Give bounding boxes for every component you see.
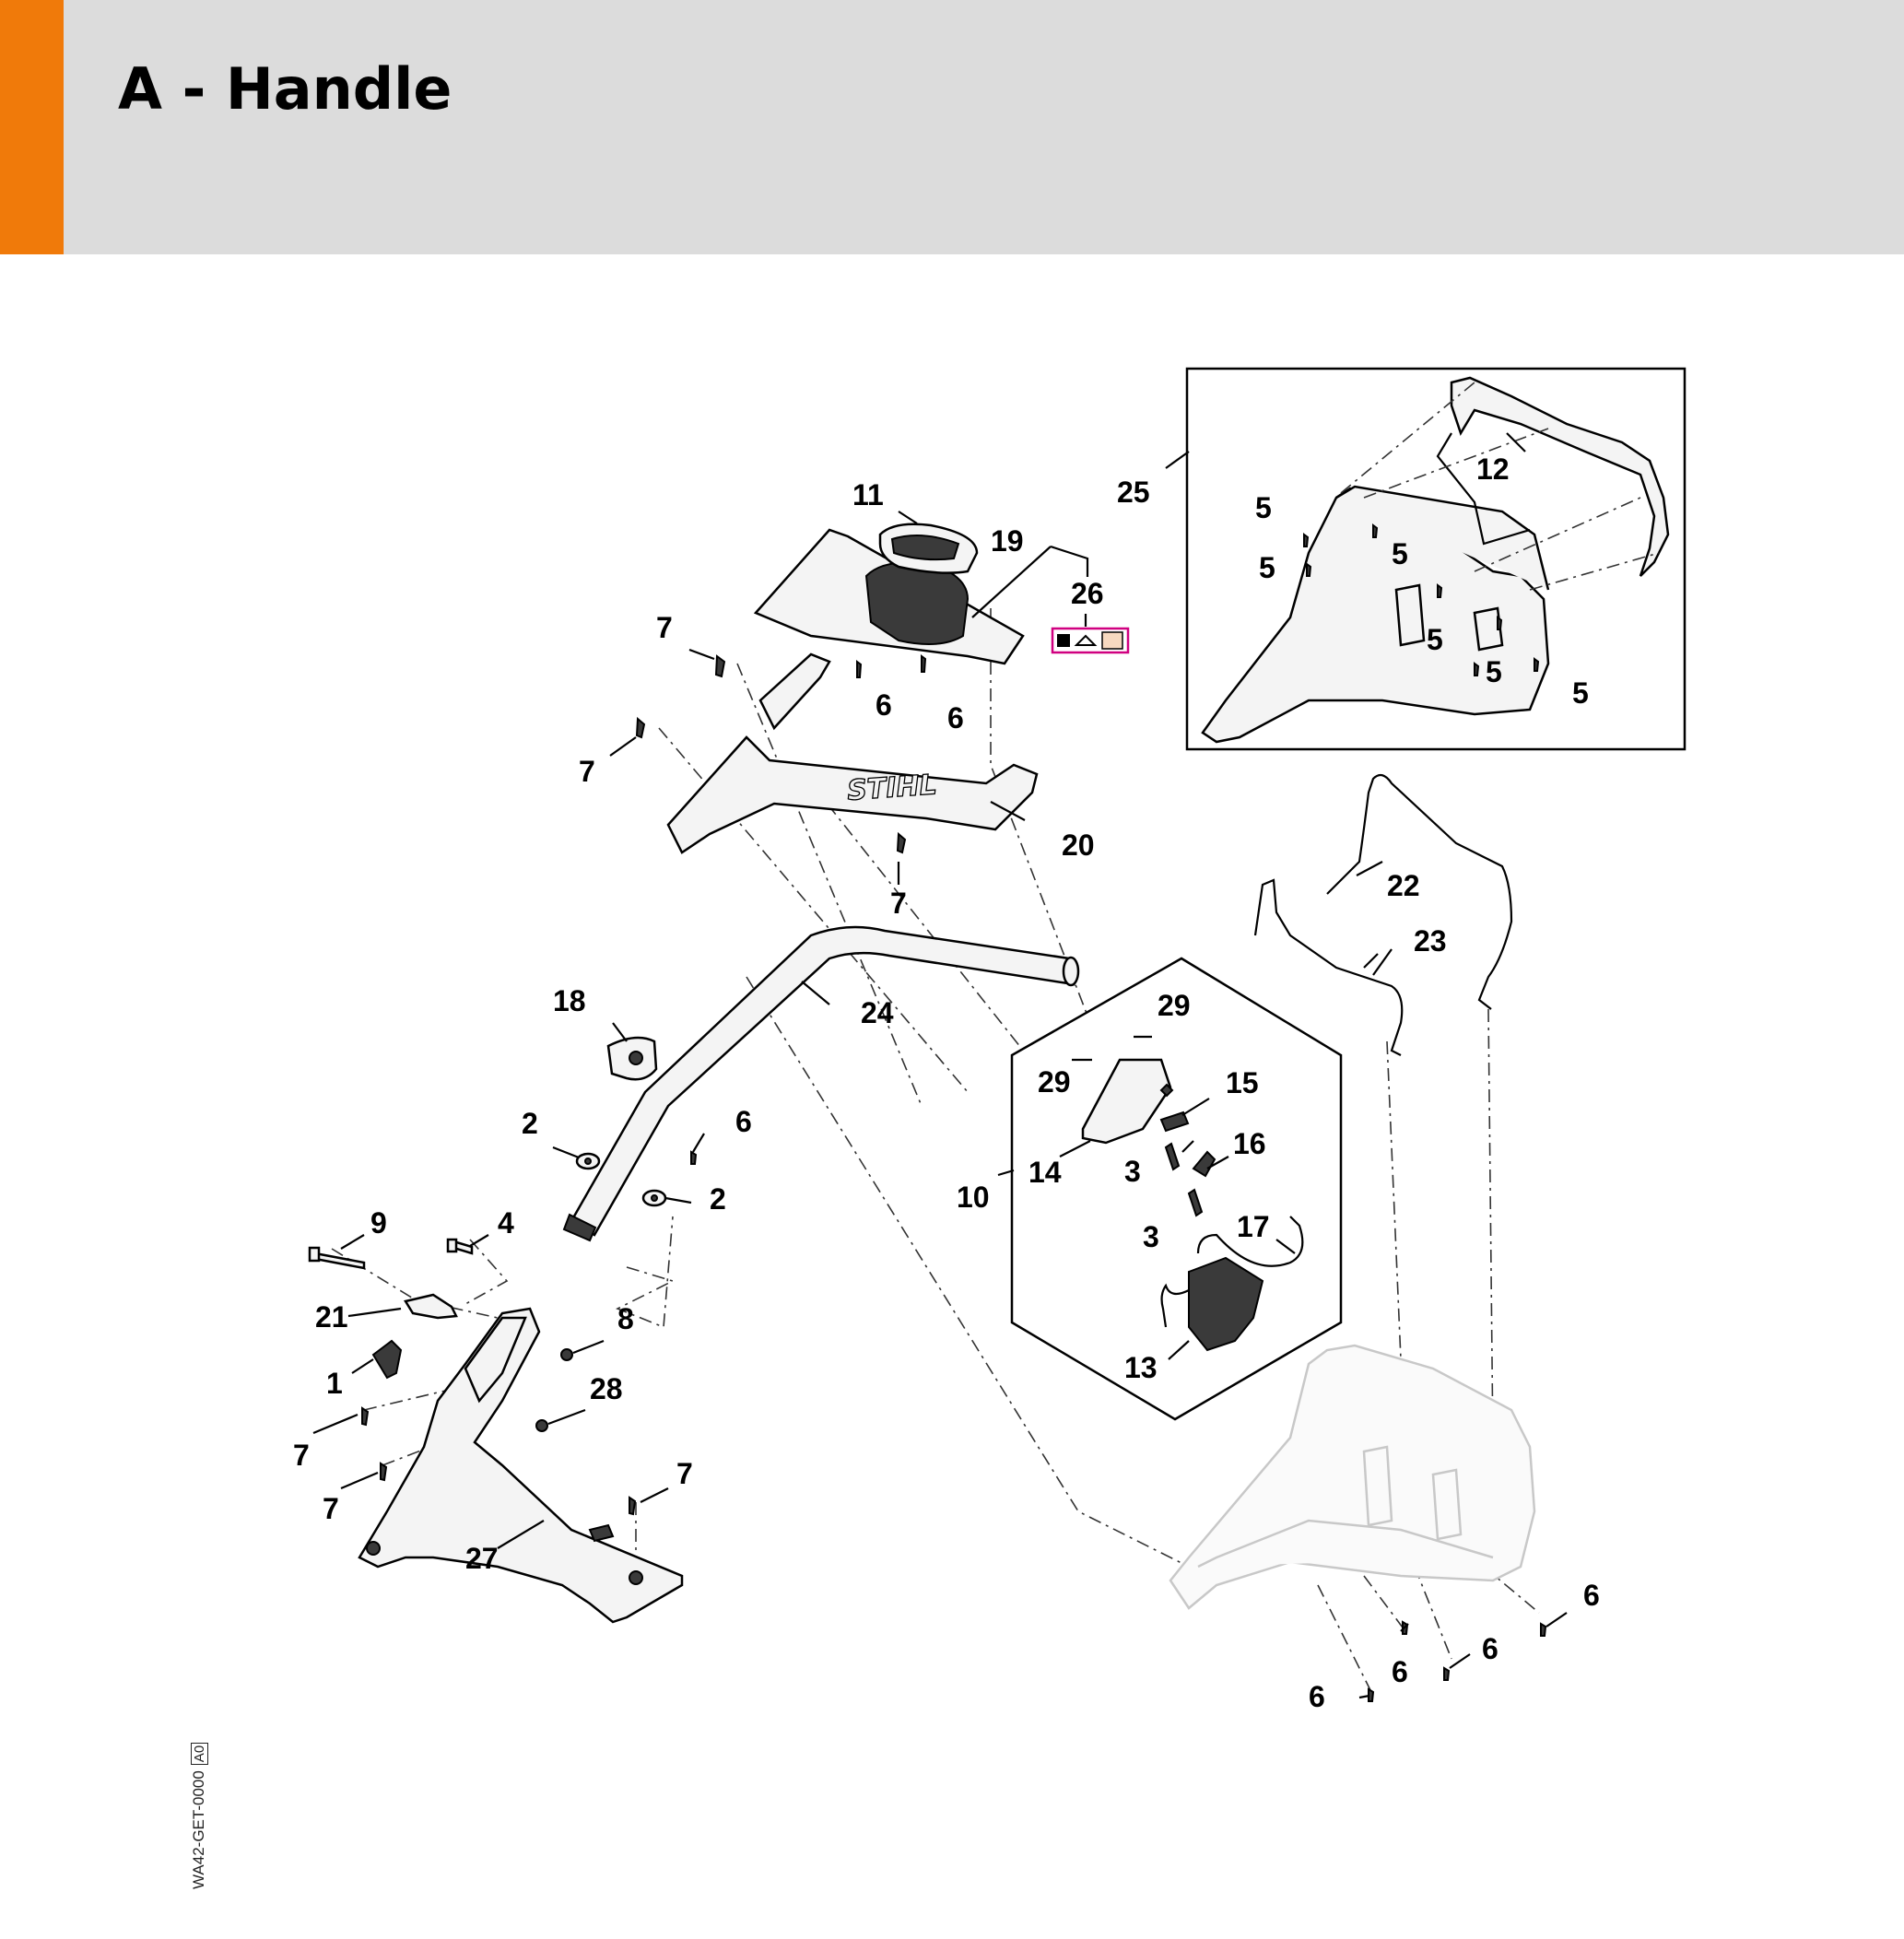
callout-29a: 29	[1038, 1065, 1071, 1099]
callout-26: 26	[1071, 577, 1104, 610]
doc-id-text: WA42-GET-0000	[190, 1770, 207, 1889]
callout-6c: 6	[735, 1105, 752, 1138]
callout-7c: 7	[890, 887, 907, 920]
page-title: A - Handle	[118, 55, 452, 123]
callout-6b: 6	[947, 701, 964, 734]
page-header	[0, 0, 1904, 254]
callout-3a: 3	[1124, 1155, 1141, 1188]
callout-1: 1	[326, 1367, 343, 1400]
callout-2a: 2	[522, 1107, 538, 1140]
callout-13: 13	[1124, 1351, 1158, 1384]
callout-12: 12	[1476, 452, 1510, 486]
callout-15: 15	[1226, 1066, 1259, 1099]
callout-28: 28	[590, 1372, 623, 1405]
callout-19: 19	[991, 524, 1024, 558]
callout-25: 25	[1117, 476, 1150, 509]
callout-5f: 5	[1572, 676, 1589, 710]
callout-7f: 7	[676, 1457, 693, 1490]
callout-10: 10	[957, 1181, 990, 1214]
callout-17: 17	[1237, 1210, 1270, 1243]
callout-6d: 6	[1583, 1579, 1600, 1612]
ghost-handle-housing	[1169, 1344, 1536, 1610]
callout-18: 18	[553, 984, 586, 1017]
callout-3b: 3	[1143, 1220, 1159, 1253]
part-25-detail-box	[1185, 367, 1687, 751]
callout-21: 21	[315, 1300, 348, 1334]
part-19-console	[753, 523, 1025, 665]
callout-leaders	[312, 432, 1568, 1699]
part-24-handlebar-tube	[562, 925, 1080, 1242]
callout-8: 8	[617, 1302, 634, 1335]
callout-labels: 11 19 26 25 7 7 6 6 20 7 24 18 2 6 2 9 4…	[293, 452, 1600, 1713]
callout-5b: 5	[1259, 551, 1275, 584]
callout-16: 16	[1233, 1127, 1266, 1160]
callout-6a: 6	[876, 688, 892, 722]
callout-24: 24	[861, 996, 894, 1029]
part-27-handle-bracket	[358, 1307, 684, 1624]
callout-6f: 6	[1392, 1655, 1408, 1688]
callout-7a: 7	[656, 611, 673, 644]
callout-11: 11	[852, 478, 884, 511]
callout-14: 14	[1028, 1156, 1062, 1189]
callout-9: 9	[370, 1206, 387, 1240]
callout-6g: 6	[1309, 1680, 1325, 1713]
callout-7d: 7	[293, 1439, 310, 1472]
callout-7b: 7	[579, 755, 595, 788]
part-20-upper-cover: STIHL	[666, 652, 1039, 854]
callout-4: 4	[498, 1206, 514, 1240]
callout-5c: 5	[1392, 537, 1408, 570]
callout-29b: 29	[1158, 989, 1191, 1022]
part-26-label	[1051, 627, 1130, 654]
document-id: WA42-GET-0000 A0	[190, 1742, 208, 1889]
callout-7e: 7	[323, 1492, 339, 1525]
callout-22: 22	[1387, 869, 1420, 902]
callout-23: 23	[1414, 924, 1447, 958]
callout-5d: 5	[1427, 623, 1443, 656]
doc-id-box: A0	[191, 1742, 208, 1766]
callout-27: 27	[465, 1542, 499, 1575]
accent-bar	[0, 0, 64, 254]
callout-2b: 2	[710, 1182, 726, 1216]
part-22-23-wire-bails	[1253, 773, 1513, 1056]
screws	[361, 654, 1547, 1702]
callout-5e: 5	[1486, 655, 1502, 688]
callout-6e: 6	[1482, 1632, 1499, 1665]
stihl-logo: STIHL	[846, 769, 938, 807]
small-parts-left	[308, 1036, 667, 1432]
callout-5a: 5	[1255, 491, 1272, 524]
callout-20: 20	[1062, 828, 1095, 862]
part-10-control-group	[1010, 957, 1343, 1421]
